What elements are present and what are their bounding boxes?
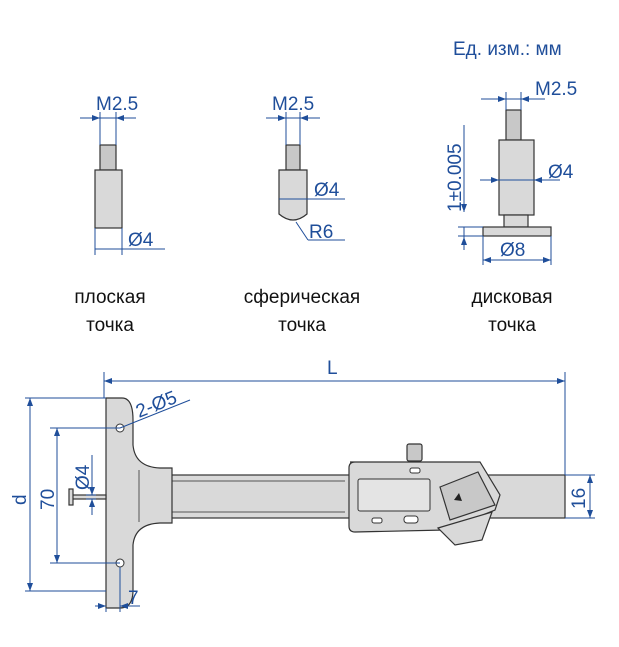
- mode-arrow-icon: [454, 493, 462, 501]
- flat-tip-diameter-label: Ø4: [128, 230, 154, 251]
- disc-tip-disc-diameter-label: Ø8: [500, 240, 525, 261]
- depth-gauge: [68, 397, 566, 609]
- disc-tip: M2.5 Ø4 Ø8 1±0.005 дисковая точка: [445, 79, 577, 336]
- edge-offset-label: 7: [128, 588, 139, 609]
- disc-tip-caption: дисковая: [471, 287, 552, 308]
- hole-spacing-label: 70: [38, 489, 59, 510]
- length-label: L: [327, 358, 338, 379]
- disc-tip-diameter-label: Ø4: [548, 162, 574, 183]
- spherical-tip-thread-label: M2.5: [272, 94, 314, 115]
- disc-tip-caption-line2: точка: [488, 315, 536, 336]
- disc-tip-thread-label: M2.5: [535, 79, 577, 100]
- flat-tip-thread-label: M2.5: [96, 94, 138, 115]
- units-label: Ед. изм.: мм: [453, 39, 562, 60]
- depth-label: d: [10, 494, 31, 505]
- holes-label: 2-Ø5: [133, 387, 180, 422]
- bar-height-label: 16: [569, 488, 590, 509]
- spherical-tip-diameter-label: Ø4: [314, 180, 340, 201]
- spherical-tip: M2.5 Ø4 R6 сферическая точка: [244, 94, 360, 336]
- flat-tip-caption-line2: точка: [86, 315, 134, 336]
- spherical-tip-radius-label: R6: [309, 222, 333, 243]
- spherical-tip-caption-line2: точка: [278, 315, 326, 336]
- flat-tip-caption: плоская: [74, 287, 145, 308]
- gauge-dimensions: L d 70 Ø4 2-Ø5 7 16: [10, 358, 595, 612]
- disc-tip-thickness-label: 1±0.005: [445, 143, 466, 212]
- flat-tip: M2.5 Ø4 плоская точка: [74, 94, 165, 336]
- spherical-tip-caption: сферическая: [244, 287, 360, 308]
- probe-diameter-label: Ø4: [73, 464, 94, 490]
